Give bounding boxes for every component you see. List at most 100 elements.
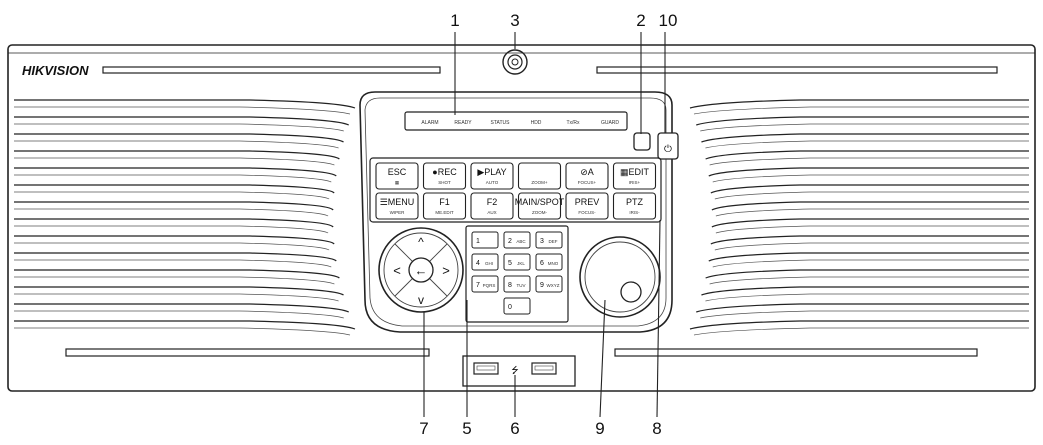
vent-louver (14, 167, 337, 177)
callout-10: 10 (659, 11, 678, 30)
vent-louver (711, 201, 1029, 211)
callout-3: 3 (510, 11, 519, 30)
vent-louver-edge (14, 106, 351, 115)
down-arrow-icon[interactable]: v (418, 293, 424, 307)
direction-pad: ← ^ v < > (378, 227, 464, 313)
control-key-sublabel: ZOOM- (532, 210, 547, 215)
control-key-label: MAIN/SPOT (515, 197, 565, 207)
vent-louver-edge (705, 140, 1029, 149)
numeric-keypad-panel (465, 225, 569, 323)
front-lock (502, 49, 528, 75)
control-key-label: PREV (575, 197, 600, 207)
vent-louver-edge (712, 174, 1029, 183)
vent-louver-edge (709, 276, 1029, 285)
vent-louver-edge (14, 174, 332, 183)
control-key-sublabel: ▦ (395, 180, 400, 185)
control-key[interactable]: MAIN/SPOT ZOOM- (515, 192, 565, 220)
control-key[interactable]: PREV FOCUS- (565, 192, 609, 220)
left-arrow-icon[interactable]: < (393, 263, 401, 278)
right-arrow-icon[interactable]: > (442, 263, 450, 278)
control-key-label: ▶PLAY (477, 167, 506, 177)
vent-louver-edge (14, 276, 335, 285)
vent-louver (708, 167, 1029, 177)
left-vent-grille (14, 99, 356, 336)
control-key-label: ●REC (432, 167, 457, 177)
vent-louver (696, 116, 1029, 126)
control-housing-inner (364, 97, 667, 327)
vent-louver-edge (14, 310, 344, 319)
numpad-digit: 5 (508, 260, 512, 267)
vent-louver-edge (714, 242, 1029, 251)
numpad-key[interactable]: 0 (503, 297, 531, 315)
numpad-letters: TUV (517, 283, 526, 288)
power-button[interactable]: ⏻ (657, 132, 679, 160)
vent-louver-edge (715, 208, 1029, 217)
ir-receiver (633, 132, 651, 151)
vent-louver (708, 252, 1029, 262)
enter-button[interactable] (408, 257, 434, 283)
power-icon: ⏻ (664, 144, 672, 155)
jog-shuttle[interactable] (579, 236, 661, 318)
control-key-sublabel: ZOOM+ (531, 180, 547, 185)
control-key[interactable]: ZOOM+ (517, 162, 562, 190)
vent-louver-edge (14, 225, 329, 234)
numpad-letters: WXYZ (547, 283, 560, 288)
numpad-digit: 8 (508, 282, 512, 289)
bottom-slot-right (614, 348, 978, 357)
vent-louver (705, 150, 1029, 160)
callout-6: 6 (510, 419, 519, 438)
control-key-sublabel: FOCUS- (578, 210, 596, 215)
control-key-sublabel: AUX (487, 210, 496, 215)
numpad-digit: 6 (540, 260, 544, 267)
up-arrow-icon[interactable]: ^ (418, 235, 424, 249)
control-key-label: F1 (439, 197, 450, 207)
status-led-label: ALARM (421, 120, 438, 126)
vent-louver (14, 99, 356, 109)
numpad-key[interactable]: 6 MNO (535, 253, 563, 271)
control-key-panel (369, 157, 662, 223)
vent-louver (705, 269, 1029, 279)
numpad-letters: ABC (516, 239, 526, 244)
vent-louver-edge (14, 208, 329, 217)
callout-1: 1 (450, 11, 459, 30)
usb-bay (462, 355, 576, 387)
enter-arrow-icon: ← (415, 263, 428, 278)
vent-louver-edge (14, 123, 344, 132)
numpad-letters: GHI (485, 261, 493, 266)
vent-louver-edge (705, 293, 1029, 302)
control-key-sublabel: ME.EDIT (435, 210, 454, 215)
numpad-digit: 9 (540, 282, 544, 289)
numpad-key[interactable]: 8 TUV (503, 275, 531, 293)
numpad-digit: 1 (476, 238, 480, 245)
vent-louver-edge (14, 327, 351, 336)
status-led-label: GUARD (601, 120, 619, 126)
callout-2: 2 (636, 11, 645, 30)
vent-louver (14, 252, 337, 262)
numpad-digit: 0 (508, 304, 512, 311)
numpad-key[interactable]: 1 (471, 231, 499, 249)
vent-louver-edge (709, 157, 1029, 166)
control-key-label: ESC (388, 167, 407, 177)
control-key[interactable]: ESC ▦ (375, 162, 419, 190)
usb-port-right[interactable] (531, 362, 557, 375)
control-key-label: ⊘A (580, 167, 594, 177)
status-led-label: Tx/Rx (566, 120, 580, 126)
usb-port-left[interactable] (473, 362, 499, 375)
numpad-letters: MNO (548, 261, 559, 266)
